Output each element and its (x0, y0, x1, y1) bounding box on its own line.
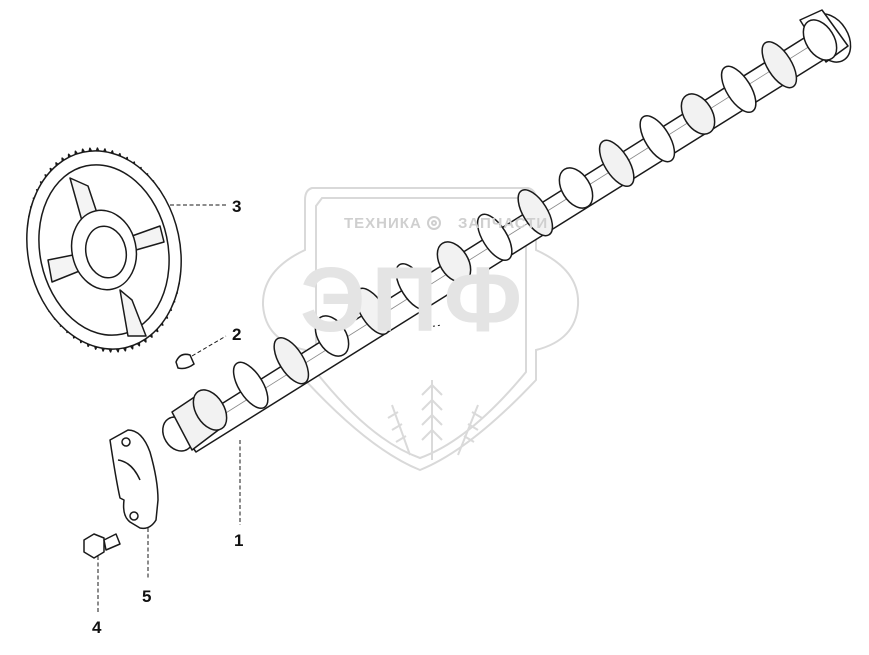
woodruff-key (175, 353, 195, 370)
callout-5-thrust-plate[interactable]: 5 (142, 587, 152, 606)
camshaft-lobe (598, 139, 635, 187)
camshaft-lobe (232, 361, 269, 409)
leader-lines (97, 204, 241, 612)
camshaft-lobe (354, 287, 391, 335)
watermark-shield (261, 187, 580, 472)
camshaft-lobe (680, 93, 716, 135)
camshaft-lobe (761, 41, 798, 89)
camshaft-lobe (558, 167, 594, 209)
camshaft-lobe (720, 65, 757, 113)
camshaft-lobe (436, 241, 472, 283)
bolt (83, 533, 121, 559)
thrust-plate (109, 429, 159, 530)
camshaft-lobe (639, 115, 676, 163)
camshaft-lobe (395, 263, 432, 311)
watermark-word-left: ТЕХНИКА (344, 215, 422, 232)
camshaft-lobe (802, 19, 838, 61)
watermark-word-right: ЗАПЧАСТИ (458, 215, 549, 232)
watermark-gear-icon (427, 216, 441, 230)
camshaft-lobe (314, 315, 350, 357)
callout-1-camshaft[interactable]: 1 (234, 531, 244, 550)
camshaft-lobe (273, 337, 310, 385)
camshaft-lobe (476, 213, 513, 261)
camshaft-lobe (192, 389, 228, 431)
camshaft-key-mark (427, 324, 443, 328)
watermark-wheat-icon (387, 380, 483, 460)
camshaft-lobe (517, 189, 554, 237)
callout-2-key[interactable]: 2 (232, 325, 242, 344)
watermark-logo: ЭПФ (300, 249, 529, 351)
callout-4-bolt[interactable]: 4 (92, 618, 102, 637)
callout-3-gear[interactable]: 3 (232, 197, 242, 216)
camshaft-lobes (192, 19, 838, 431)
timing-gear (26, 147, 182, 353)
